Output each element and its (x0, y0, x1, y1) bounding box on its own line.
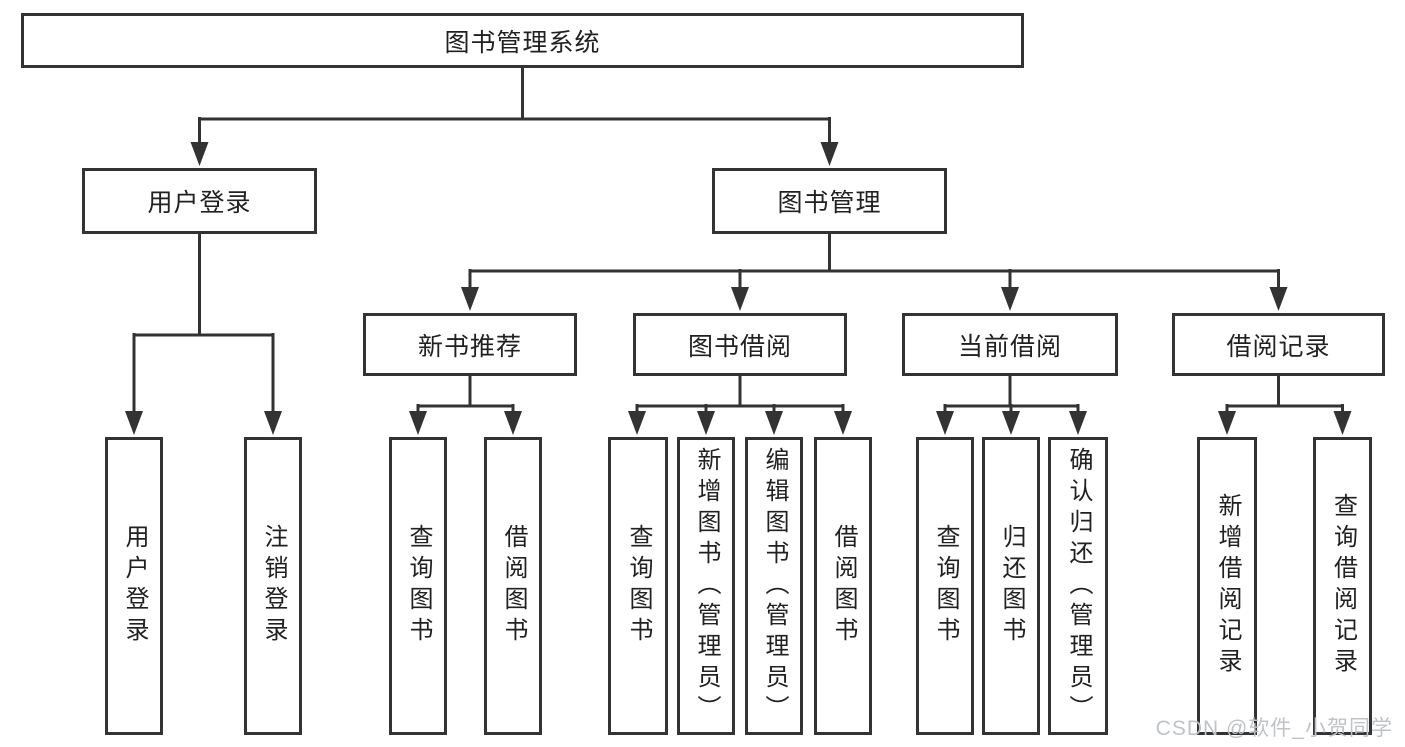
leaf-borrow-book-2-label: 借阅图书 (830, 524, 857, 648)
leaf-query-book-1: 查询图书 (389, 437, 447, 735)
leaf-borrow-book-1-label: 借阅图书 (500, 524, 527, 648)
node-borrow-records-label: 借阅记录 (1226, 332, 1331, 361)
leaf-confirm-return-admin: 确认归还（管理员） (1048, 437, 1108, 735)
connector-user-login-children (125, 232, 282, 435)
leaf-query-borrow-record: 查询借阅记录 (1313, 437, 1372, 735)
leaf-logout-label: 注销登录 (260, 524, 287, 648)
node-book-borrow-label: 图书借阅 (687, 332, 792, 361)
node-book-borrow: 图书借阅 (633, 313, 847, 376)
watermark: CSDN @软件_小贺同学 (1155, 717, 1393, 740)
connector-book-borrow-children (628, 374, 852, 435)
leaf-add-borrow-record-label: 新增借阅记录 (1214, 493, 1241, 679)
leaf-add-borrow-record: 新增借阅记录 (1197, 437, 1257, 735)
connector-new-book-children (409, 374, 522, 435)
connector-current-borrow-children (936, 374, 1087, 435)
node-root-label: 图书管理系统 (444, 28, 601, 57)
node-new-book-recommend-label: 新书推荐 (417, 332, 522, 361)
node-book-management: 图书管理 (712, 168, 947, 234)
node-borrow-records: 借阅记录 (1172, 313, 1385, 376)
node-new-book-recommend: 新书推荐 (363, 313, 577, 376)
leaf-query-book-3: 查询图书 (916, 437, 974, 735)
leaf-add-book-admin: 新增图书（管理员） (677, 437, 735, 735)
node-root: 图书管理系统 (21, 13, 1024, 68)
leaf-user-login-label: 用户登录 (121, 524, 148, 648)
node-current-borrow: 当前借阅 (902, 313, 1118, 376)
node-user-login-label: 用户登录 (147, 189, 252, 217)
node-current-borrow-label: 当前借阅 (957, 332, 1062, 361)
leaf-borrow-book-2: 借阅图书 (814, 437, 872, 735)
connector-root-to-level2 (190, 66, 839, 166)
leaf-query-book-1-label: 查询图书 (405, 524, 432, 648)
leaf-edit-book-admin-label: 编辑图书（管理员） (761, 446, 788, 726)
leaf-edit-book-admin: 编辑图书（管理员） (745, 437, 803, 735)
node-user-login: 用户登录 (82, 168, 317, 234)
leaf-add-book-admin-label: 新增图书（管理员） (693, 446, 720, 726)
leaf-query-book-2-label: 查询图书 (625, 524, 652, 648)
leaf-logout: 注销登录 (244, 437, 302, 735)
connector-book-management-children (461, 232, 1288, 311)
leaf-query-borrow-record-label: 查询借阅记录 (1329, 493, 1357, 679)
leaf-query-book-2: 查询图书 (608, 437, 668, 735)
leaf-user-login: 用户登录 (105, 437, 163, 735)
leaf-query-book-3-label: 查询图书 (932, 524, 959, 648)
leaf-return-book-label: 归还图书 (998, 524, 1025, 648)
leaf-return-book: 归还图书 (982, 437, 1040, 735)
leaf-confirm-return-admin-label: 确认归还（管理员） (1065, 446, 1092, 726)
leaf-borrow-book-1: 借阅图书 (484, 437, 542, 735)
connector-borrow-records-children (1218, 374, 1352, 435)
node-book-management-label: 图书管理 (777, 189, 882, 217)
